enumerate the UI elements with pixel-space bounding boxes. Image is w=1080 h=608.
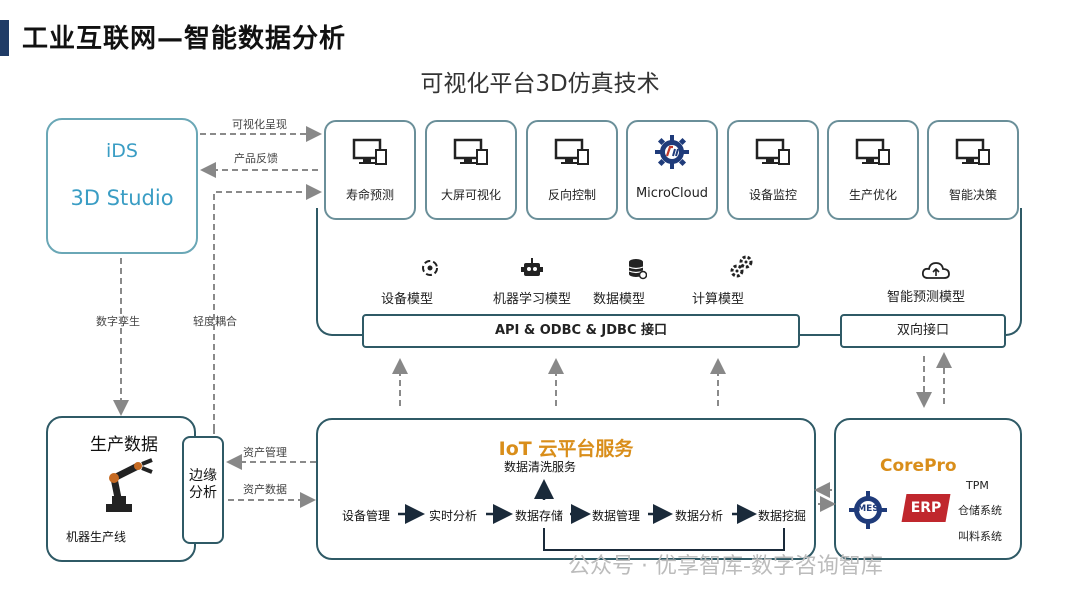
gears-icon [726,254,756,284]
flow-step: 数据分析 [675,509,724,523]
production-data-box: 生产数据 机器生产线 [46,416,196,562]
edge-label: 边缘分析 [189,468,217,501]
device-icon [415,256,445,284]
database-icon [624,258,650,284]
model-label: 计算模型 [691,292,744,307]
model-label: 设备模型 [380,292,433,307]
production-caption: 机器生产线 [66,530,127,544]
studio-label: 3D Studio [70,186,174,210]
mes-label: MES [857,504,879,514]
monitor-icon [528,138,616,168]
title-accent-bar [0,20,9,56]
page-subtitle: 可视化平台3D仿真技术 [420,71,660,97]
connector-label-visual: 可视化呈现 [232,118,287,131]
tile-device-monitor: 设备监控 [727,120,819,220]
watermark: 公众号 · 优享智库-数字咨询智库 [568,554,883,579]
corepro-item: 叫料系统 [958,530,1002,543]
flow-step: 数据管理 [592,509,641,523]
tile-label: 大屏可视化 [440,188,501,202]
flow-step: 设备管理 [342,509,391,523]
flow-step: 实时分析 [429,509,478,523]
tile-big-screen: 大屏可视化 [425,120,517,220]
cloud-icon [920,260,952,286]
tile-label: 反向控制 [547,188,596,202]
flow-step: 数据存储 [515,509,564,523]
ids-label: iDS [106,140,138,162]
robot-icon [517,256,547,284]
erp-label: ERP [910,500,942,516]
tile-microcloud: MicroCloud [626,120,718,220]
corepro-item: 仓储系统 [958,504,1002,517]
data-cleaning-label: 数据清洗服务 [504,460,577,474]
monitor-icon [829,138,917,168]
production-title: 生产数据 [90,435,158,455]
corepro-item: TPM [966,479,989,492]
corepro-title: CorePro [880,456,957,476]
corepro-box [834,418,1022,560]
api-interface-box: API & ODBC & JDBC 接口 [362,314,800,348]
edge-analysis-box: 边缘分析 [182,436,224,544]
erp-logo-icon: ERP [901,494,951,522]
tile-label: MicroCloud [635,186,709,201]
connector-label-twin: 数字孪生 [96,315,140,328]
model-label: 智能预测模型 [886,290,965,305]
connector-label-coupling: 轻度耦合 [193,315,237,328]
bidirectional-interface-box: 双向接口 [840,314,1006,348]
tile-label: 寿命预测 [345,188,394,202]
ids-box: iDS 3D Studio [46,118,198,254]
tile-label: 设备监控 [748,188,797,202]
model-label: 机器学习模型 [492,292,571,307]
tile-life-prediction: 寿命预测 [324,120,416,220]
monitor-icon [729,138,817,168]
robot-arm-icon [100,458,160,518]
tile-smart-decision: 智能决策 [927,120,1019,220]
tile-production-opt: 生产优化 [827,120,919,220]
page-title: 工业互联网—智能数据分析 [22,24,347,54]
tile-reverse-control: 反向控制 [526,120,618,220]
tile-label: 智能决策 [948,188,997,202]
monitor-icon [427,138,515,168]
tile-label: 生产优化 [848,188,897,202]
monitor-icon [929,138,1017,168]
iot-title: IoT 云平台服务 [498,438,634,460]
monitor-icon [326,138,414,168]
gear-logo-icon [628,135,716,169]
iot-platform-box [316,418,816,560]
connector-label-asset-mgmt: 资产管理 [243,446,287,459]
mes-logo-icon: MES [848,490,888,534]
connector-label-asset-data: 资产数据 [243,483,287,496]
connector-label-feedback: 产品反馈 [234,152,278,165]
model-label: 数据模型 [592,292,645,307]
flow-step: 数据挖掘 [758,509,807,523]
